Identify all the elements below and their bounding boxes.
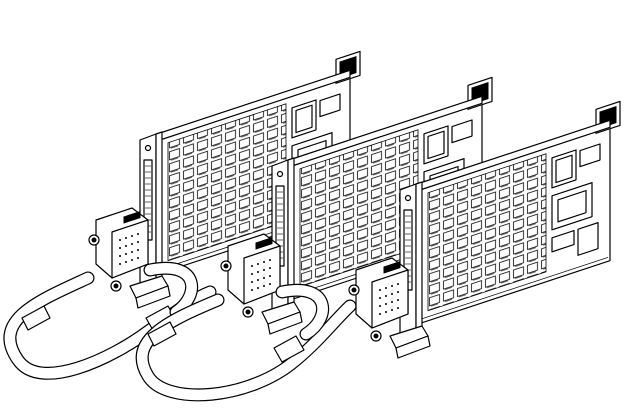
cable-2 [135, 283, 357, 402]
